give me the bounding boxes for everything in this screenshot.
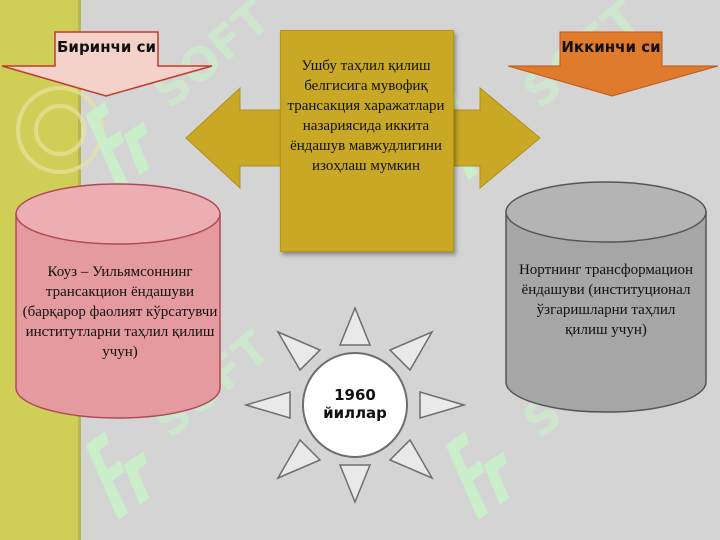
sun-year: 1960 [334,386,376,404]
right-approach-text: Нортнинг трансформацион ёндашуви (инстит… [518,262,694,338]
left-approach-text: Коуз – Уильямсоннинг трансакцион ёндашув… [22,264,218,360]
second-arrow-shape [507,31,719,97]
first-arrow-shape [1,31,213,97]
first-approach-label: Биринчи си [57,38,156,56]
right-cylinder-shape [505,181,707,413]
center-description: Ушбу таҳлил қилиш белгисига мувофиқ тран… [287,58,445,174]
center-box [280,30,454,252]
second-approach-label: Иккинчи си [561,38,661,56]
left-cylinder-shape [15,183,221,419]
sun-icon [243,306,467,504]
strip-decoration [16,86,104,174]
sun-word: йиллар [323,404,387,422]
svg-text:SOFT: SOFT [142,0,281,118]
sun-label: 1960 йиллар [307,386,403,422]
